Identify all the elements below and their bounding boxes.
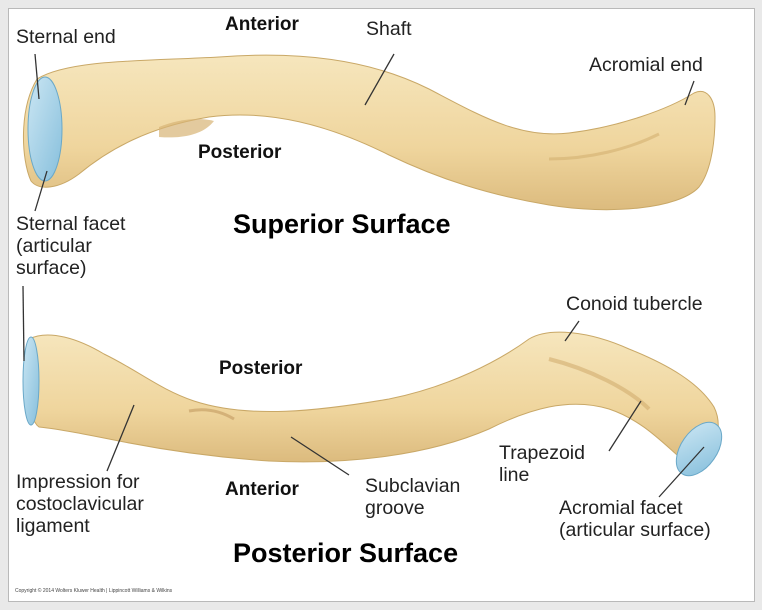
- clavicle-superior-view: [22, 54, 716, 211]
- acromial-end-label: Acromial end: [589, 54, 703, 76]
- conoid-tubercle-label: Conoid tubercle: [566, 293, 703, 315]
- posterior-surface-title: Posterior Surface: [233, 538, 459, 568]
- leader-conoid-tubercle: [564, 320, 580, 342]
- leader-impression: [106, 404, 135, 472]
- sternal-facet-posterior: [22, 336, 40, 426]
- sternal-end-label: Sternal end: [16, 26, 116, 48]
- clavicle-posterior-view: [22, 331, 723, 477]
- diagram-frame: Anterior Sternal end Shaft Acromial end …: [8, 8, 755, 602]
- leader-trapezoid-line: [608, 400, 642, 452]
- posterior-view-anterior-label: Anterior: [225, 479, 299, 500]
- leader-sternal-facet: [34, 170, 48, 212]
- trapezoid-line-label: Trapezoid line: [499, 442, 585, 486]
- acromial-facet-label: Acromial facet (articular surface): [559, 497, 711, 541]
- leader-sternal-facet-posterior: [22, 285, 25, 362]
- posterior-view-posterior-label: Posterior: [219, 358, 303, 379]
- sternal-facet-superior: [27, 76, 63, 182]
- impression-label: Impression for costoclavicular ligament: [16, 471, 144, 537]
- superior-anterior-label: Anterior: [225, 14, 299, 35]
- shaft-label: Shaft: [366, 18, 412, 40]
- leader-sternal-end: [34, 53, 40, 100]
- acromial-facet: [675, 421, 723, 477]
- leader-subclavian-groove: [290, 436, 350, 476]
- superior-surface-title: Superior Surface: [233, 209, 451, 239]
- leader-acromial-facet: [658, 446, 705, 498]
- superior-posterior-label: Posterior: [198, 142, 282, 163]
- leader-shaft: [364, 53, 395, 106]
- copyright-notice: Copyright © 2014 Wolters Kluwer Health |…: [15, 588, 173, 594]
- sternal-facet-label: Sternal facet (articular surface): [16, 213, 126, 279]
- leader-lines: [22, 53, 705, 498]
- leader-acromial-end: [684, 80, 695, 106]
- clavicle-illustration: [22, 53, 723, 498]
- subclavian-groove-label: Subclavian groove: [365, 475, 461, 519]
